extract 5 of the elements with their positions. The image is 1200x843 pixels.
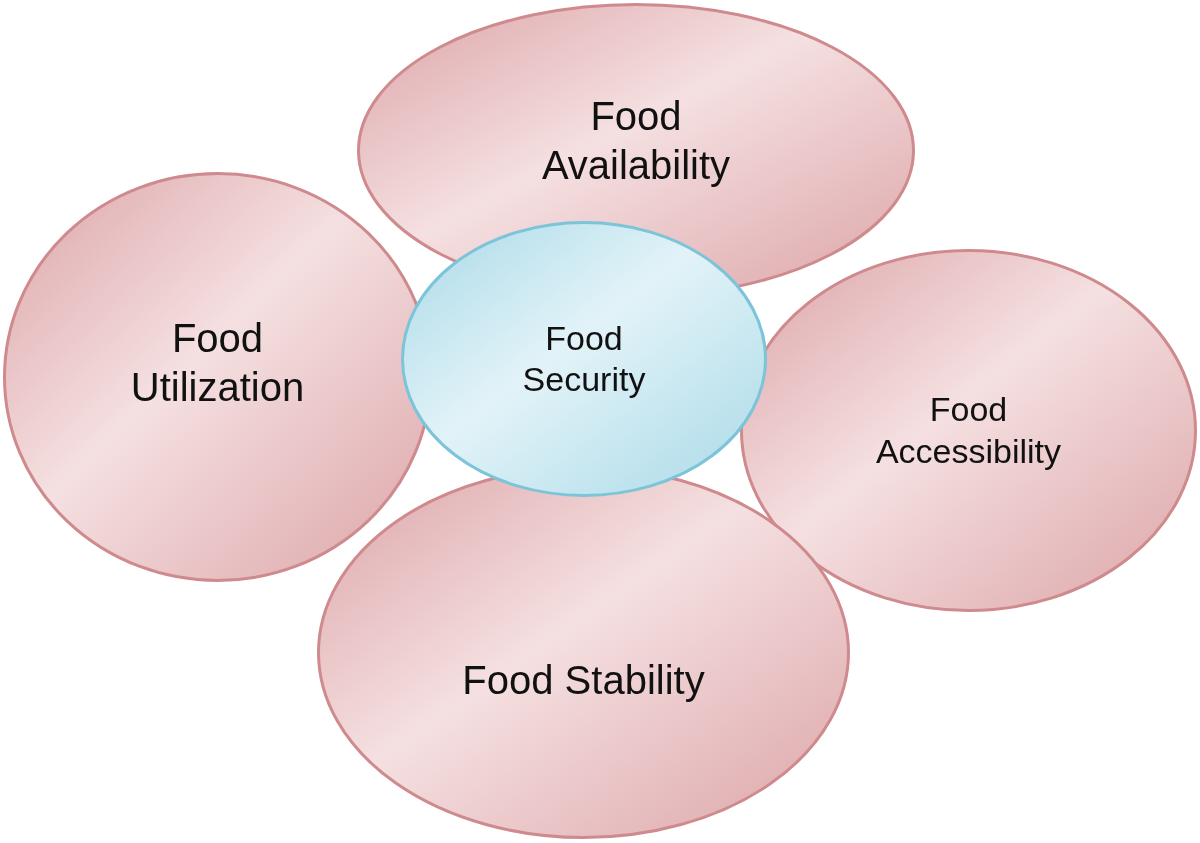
node-label: Food Availability (540, 92, 732, 189)
node-label: Food Security (521, 317, 647, 400)
node-label: Food Utilization (129, 315, 306, 411)
node-label: Food Stability (462, 657, 705, 705)
node-label: Food Accessibility (874, 389, 1063, 472)
